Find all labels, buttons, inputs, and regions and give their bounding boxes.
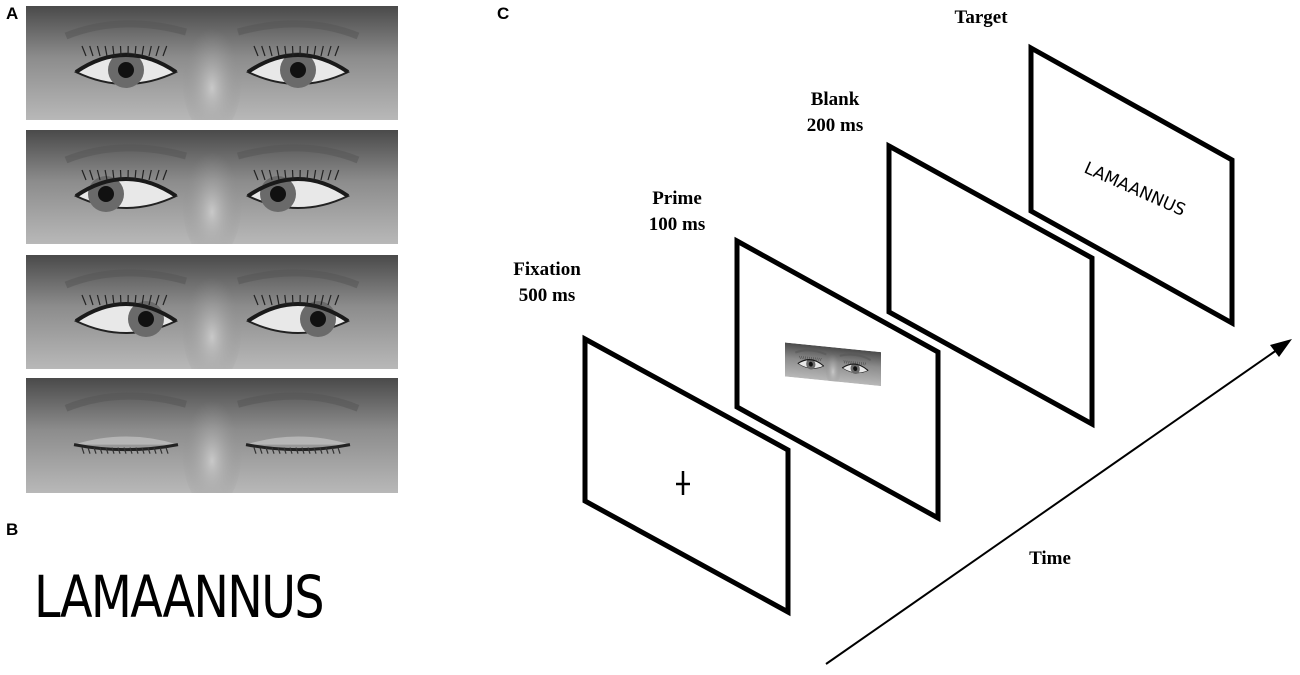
panel-letter-a: A xyxy=(6,4,19,23)
blank-name: Blank xyxy=(810,89,860,110)
prime-eyes-thumbnail xyxy=(785,342,881,387)
target-word-example: LAMAANNUS xyxy=(34,563,325,631)
panel-letter-b: B xyxy=(6,520,19,539)
eye-strip-direct-gaze xyxy=(26,6,398,120)
blank-duration: 200 ms xyxy=(806,115,864,136)
time-axis-label: Time xyxy=(1029,548,1071,569)
fixation-frame xyxy=(582,334,791,617)
time-axis-arrowhead xyxy=(1270,339,1292,357)
prime-duration: 100 ms xyxy=(648,214,706,235)
target-frame xyxy=(1028,43,1235,328)
eye-strip-closed-eyes xyxy=(26,378,398,493)
target-name: Target xyxy=(954,7,1008,28)
time-axis-line xyxy=(825,344,1285,665)
target-label: Target xyxy=(926,5,1036,31)
fixation-label: Fixation 500 ms xyxy=(492,257,602,309)
fixation-duration: 500 ms xyxy=(518,285,576,306)
eye-strip-right-gaze xyxy=(26,255,398,369)
prime-name: Prime xyxy=(652,188,702,209)
fixation-name: Fixation xyxy=(513,259,581,280)
eye-strip-left-gaze xyxy=(26,130,398,244)
panel-letter-c: C xyxy=(497,4,510,23)
fixation-cross xyxy=(676,471,690,495)
prime-label: Prime 100 ms xyxy=(622,186,732,238)
blank-frame xyxy=(886,141,1095,429)
blank-label: Blank 200 ms xyxy=(780,87,890,139)
